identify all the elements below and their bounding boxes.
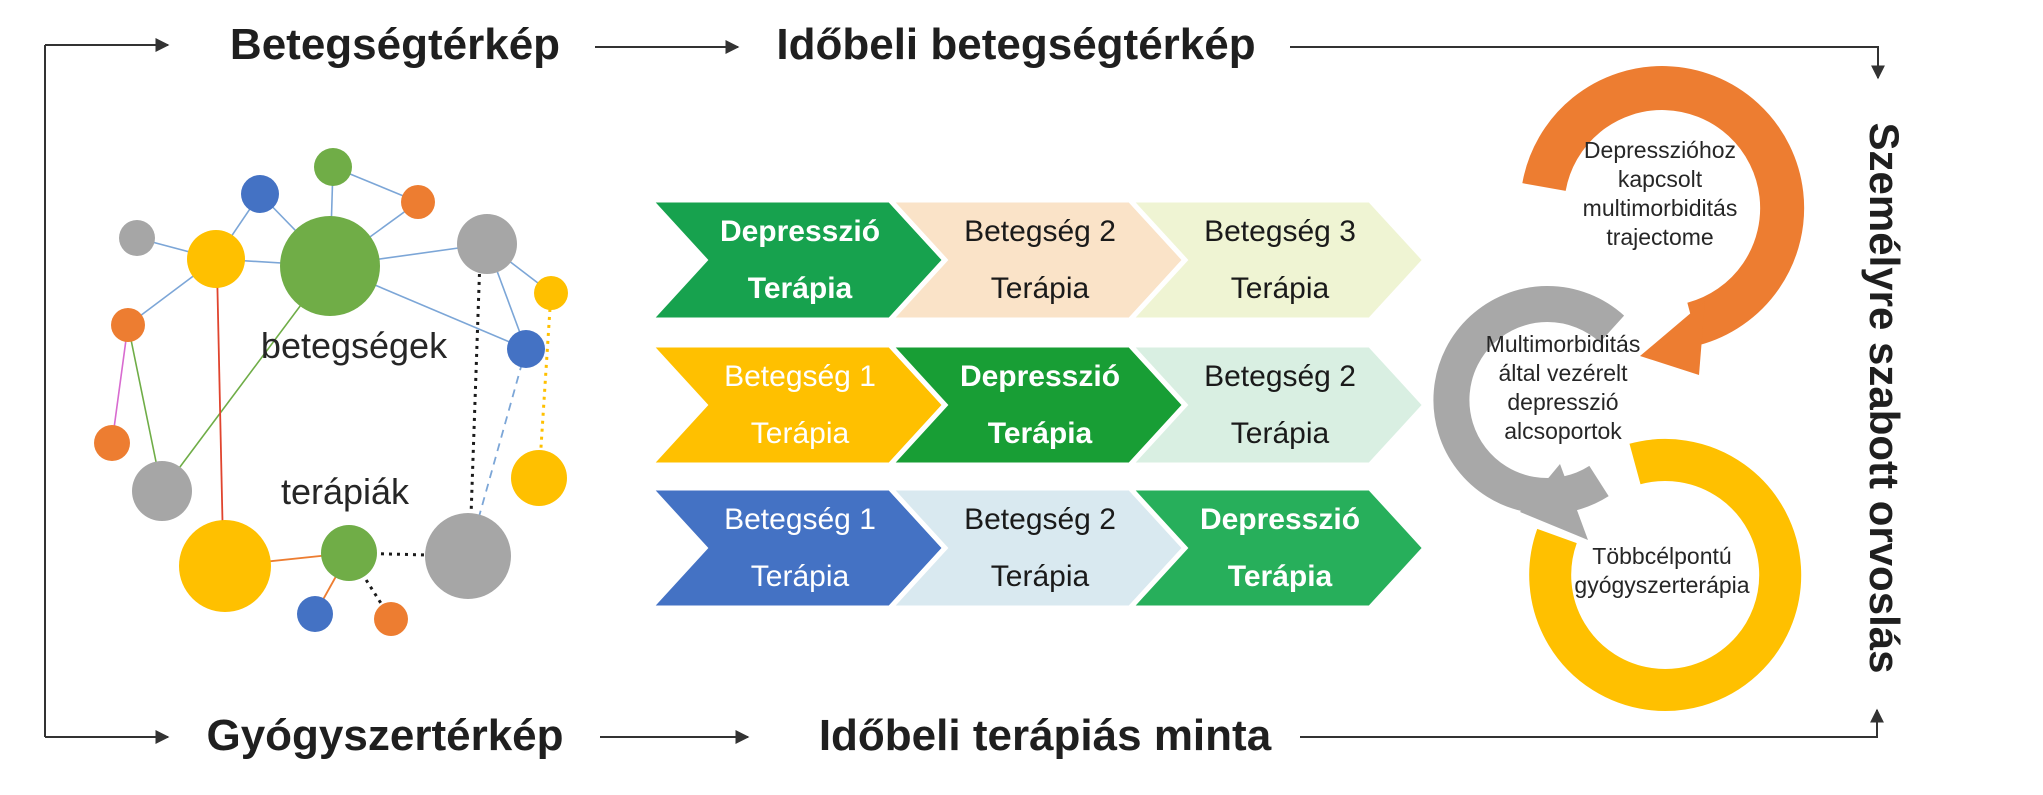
- cycle-rings: [1433, 66, 1805, 711]
- chevron-line1: Betegség 1: [724, 503, 876, 536]
- network-node: [297, 596, 333, 632]
- connector-bottom-right-up: [1300, 708, 1884, 738]
- title-drug-map: Gyógyszertérkép: [206, 711, 564, 760]
- network-node: [534, 276, 568, 310]
- chevron-label-depression-r2: Depresszió Terápia: [960, 348, 1120, 462]
- chevron-line2: Terápia: [750, 417, 850, 450]
- network-node: [401, 185, 435, 219]
- chevron-label-depression-r3: Depresszió Terápia: [1200, 491, 1360, 605]
- network-node: [187, 230, 245, 288]
- network-node: [179, 520, 271, 612]
- chevron-row-1: [644, 197, 1429, 323]
- chevron-line1: Betegség 2: [964, 215, 1116, 248]
- network-node: [511, 450, 567, 506]
- chevron-line1: Betegség 2: [1204, 360, 1356, 393]
- chevron-line2: Terápia: [1230, 417, 1330, 450]
- chevron-row-2: [644, 342, 1429, 468]
- ring-line: kapcsolt: [1617, 166, 1703, 192]
- ring-line: Multimorbiditás: [1485, 331, 1641, 357]
- network-node: [94, 425, 130, 461]
- chevron-shape: [1124, 485, 1429, 611]
- cycle-ring-yellow: [1529, 439, 1802, 711]
- chevron-label-disease3-r1: Betegség 3 Terápia: [1204, 203, 1356, 317]
- network-nodes: [94, 148, 568, 636]
- cycle-ring-gray-arrowhead: [1520, 464, 1588, 540]
- ring-label-subgroups: Multimorbiditás által vezérelt depresszi…: [1486, 330, 1641, 446]
- title-disease-map: Betegségtérkép: [229, 20, 561, 69]
- network-node: [321, 525, 377, 581]
- chevron-line2: Terápia: [1227, 560, 1333, 593]
- ring-line: által vezérelt: [1498, 360, 1628, 386]
- chevron-label-disease2-r2: Betegség 2 Terápia: [1204, 348, 1356, 462]
- chevron-label-disease2-r3: Betegség 2 Terápia: [964, 491, 1116, 605]
- chevron-line2: Terápia: [747, 272, 853, 305]
- network-node: [241, 175, 279, 213]
- chevron-line2: Terápia: [987, 417, 1093, 450]
- network-label-therapies: terápiák: [280, 471, 410, 512]
- title-personalized-medicine: Személyre szabott orvoslás: [1861, 122, 1908, 674]
- chevron-line1: Betegség 1: [724, 360, 876, 393]
- ring-line: Többcélpontú: [1592, 543, 1732, 569]
- chevron-label-disease1-r3: Betegség 1 Terápia: [724, 491, 876, 605]
- ring-line: alcsoportok: [1504, 418, 1622, 444]
- chevron-label-depression-r1: Depresszió Terápia: [720, 203, 880, 317]
- network-node: [111, 308, 145, 342]
- ring-label-pharma: Többcélpontú gyógyszerterápia: [1574, 542, 1749, 600]
- chevron-line1: Betegség 3: [1204, 215, 1356, 248]
- network-node: [314, 148, 352, 186]
- network-node: [457, 214, 517, 274]
- network-node: [119, 220, 155, 256]
- network-node: [507, 330, 545, 368]
- cycle-ring-orange-arrowhead: [1640, 301, 1705, 375]
- chevron-label-disease2-r1: Betegség 2 Terápia: [964, 203, 1116, 317]
- network-label-diseases: betegségek: [260, 325, 448, 366]
- title-temporal-therapy-pattern: Időbeli terápiás minta: [818, 711, 1272, 760]
- chevron-shape: [1124, 197, 1429, 323]
- ring-line: trajectome: [1606, 224, 1714, 250]
- ring-line: depresszió: [1507, 389, 1619, 415]
- chevron-line1: Depresszió: [719, 215, 881, 248]
- title-temporal-disease-map: Időbeli betegségtérkép: [776, 20, 1256, 69]
- chevron-line1: Betegség 2: [964, 503, 1116, 536]
- cycle-ring-orange: [1522, 66, 1805, 346]
- connector-top-right-down: [1290, 46, 1885, 80]
- network-node: [132, 461, 192, 521]
- network-node: [425, 513, 511, 599]
- chevron-line1: Depresszió: [959, 360, 1121, 393]
- chevron-line2: Terápia: [1230, 272, 1330, 305]
- chevron-row-3: [644, 485, 1429, 611]
- chevron-label-disease1-r2: Betegség 1 Terápia: [724, 348, 876, 462]
- ring-line: Depresszióhoz: [1583, 137, 1737, 163]
- chevron-line2: Terápia: [990, 560, 1090, 593]
- ring-line: multimorbiditás: [1582, 195, 1738, 221]
- network-node: [280, 216, 380, 316]
- chevron-shape: [1124, 342, 1429, 468]
- network-node: [374, 602, 408, 636]
- chevron-line2: Terápia: [750, 560, 850, 593]
- chevron-line1: Depresszió: [1199, 503, 1361, 536]
- ring-label-trajectome: Depresszióhoz kapcsolt multimorbiditás t…: [1583, 136, 1738, 252]
- chevron-line2: Terápia: [990, 272, 1090, 305]
- ring-line: gyógyszerterápia: [1574, 572, 1750, 598]
